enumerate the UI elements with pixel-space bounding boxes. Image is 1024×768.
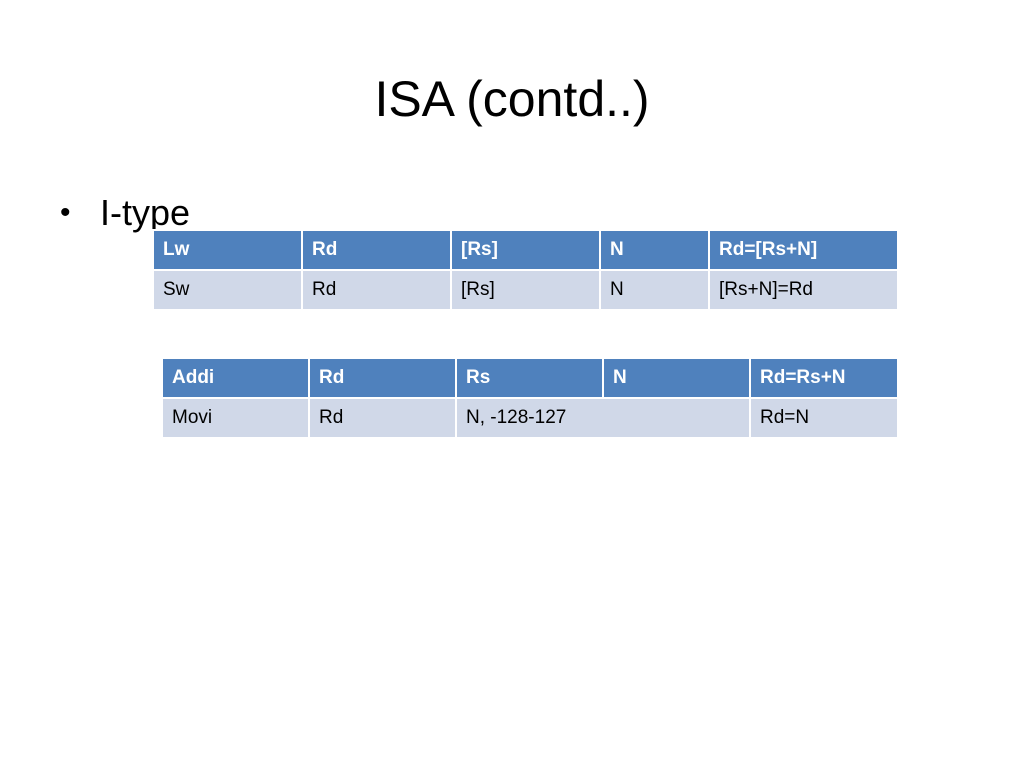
header-cell: Lw	[152, 229, 303, 271]
table-cell: Rd=N	[749, 397, 899, 439]
header-cell: Rd	[301, 229, 452, 271]
header-cell: Rd=[Rs+N]	[708, 229, 899, 271]
table-cell: Rd	[301, 269, 452, 311]
table-cell: N	[599, 269, 710, 311]
table-cell: Movi	[161, 397, 310, 439]
table-cell: Rd	[308, 397, 457, 439]
bullet-text: I-type	[100, 192, 191, 233]
header-cell: Rs	[455, 357, 604, 399]
header-cell: Rd	[308, 357, 457, 399]
table-cell: [Rs+N]=Rd	[708, 269, 899, 311]
header-cell: N	[599, 229, 710, 271]
header-cell: [Rs]	[450, 229, 601, 271]
table-cell: N, -128-127	[455, 397, 751, 439]
table-cell: [Rs]	[450, 269, 601, 311]
table-cell: Sw	[152, 269, 303, 311]
slide-title: ISA (contd..)	[374, 71, 650, 127]
bullet-item: • I-type	[60, 188, 190, 238]
bullet-icon: •	[60, 196, 71, 229]
header-cell: N	[602, 357, 751, 399]
table-row: Sw Rd [Rs] N [Rs+N]=Rd	[152, 269, 899, 311]
table-header-row: Addi Rd Rs N Rd=Rs+N	[161, 357, 899, 399]
header-cell: Rd=Rs+N	[749, 357, 899, 399]
table-row: Movi Rd N, -128-127 Rd=N	[161, 397, 899, 439]
table-header-row: Lw Rd [Rs] N Rd=[Rs+N]	[152, 229, 899, 271]
instruction-table-immediate: Addi Rd Rs N Rd=Rs+N Movi Rd N, -128-127…	[161, 357, 899, 439]
instruction-table-load-store: Lw Rd [Rs] N Rd=[Rs+N] Sw Rd [Rs] N [Rs+…	[152, 229, 899, 311]
header-cell: Addi	[161, 357, 310, 399]
